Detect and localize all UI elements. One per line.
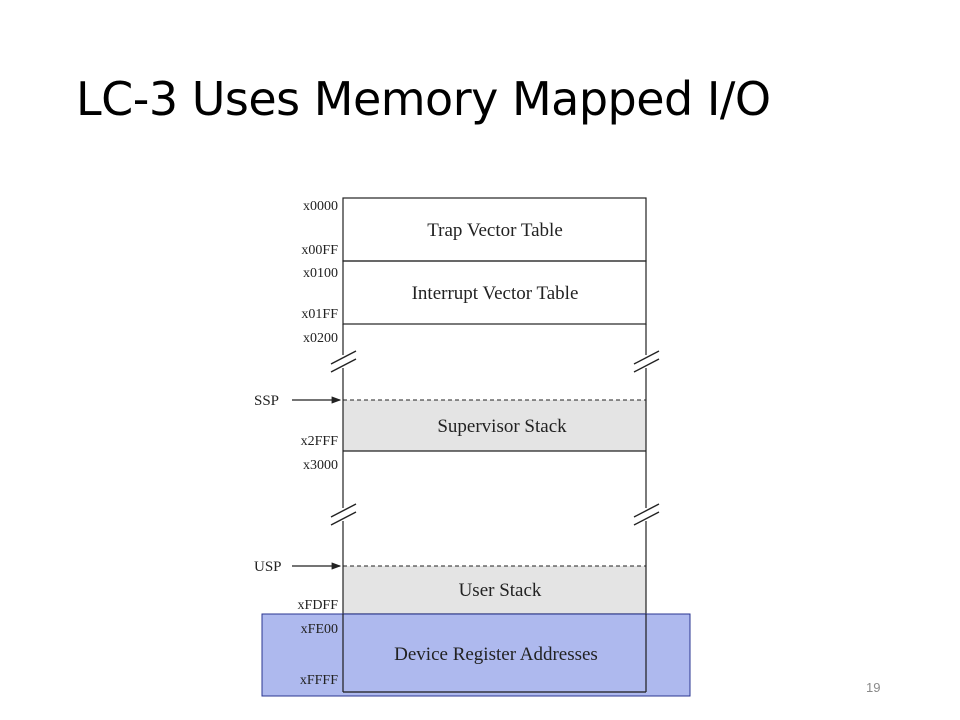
interrupt-vector-table-label: Interrupt Vector Table: [412, 283, 579, 304]
address-x00FF: x00FF: [301, 243, 338, 258]
address-xFE00: xFE00: [301, 622, 338, 637]
device-register-highlight: [261, 613, 691, 697]
address-x0200: x0200: [303, 331, 338, 346]
user-stack-label: User Stack: [459, 580, 542, 601]
address-x3000: x3000: [303, 458, 338, 473]
usp-label: USP: [254, 559, 282, 575]
interrupt-vector-table-box: [342, 260, 647, 325]
address-x2FFF: x2FFF: [301, 434, 339, 449]
supervisor-stack-fill: [343, 400, 646, 451]
address-x0100: x0100: [303, 266, 338, 281]
user-stack-fill: [343, 566, 646, 614]
break-marks: [330, 350, 660, 526]
address-xFFFF: xFFFF: [300, 673, 338, 688]
page-number: 19: [866, 680, 881, 695]
device-register-addresses-label: Device Register Addresses: [394, 644, 598, 665]
ssp-label: SSP: [254, 393, 279, 409]
supervisor-stack-label: Supervisor Stack: [437, 416, 567, 437]
slide-title: LC-3 Uses Memory Mapped I/O: [76, 72, 771, 126]
trap-vector-table-label: Trap Vector Table: [427, 220, 563, 241]
address-xFDFF: xFDFF: [298, 598, 339, 613]
address-x01FF: x01FF: [301, 307, 338, 322]
address-x0000: x0000: [303, 199, 338, 214]
